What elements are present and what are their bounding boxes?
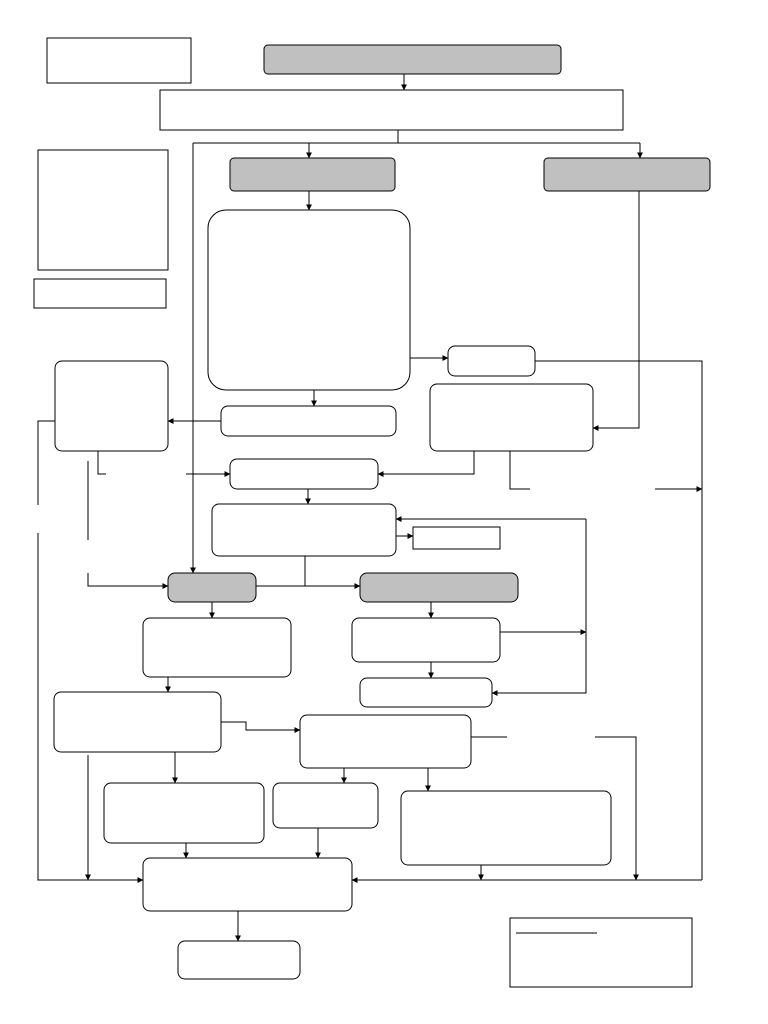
connector-lines [37, 74, 703, 942]
connector-12 [377, 451, 475, 477]
box-n02 [263, 44, 562, 75]
diagram-boxes [33, 37, 711, 988]
box-n14 [211, 503, 397, 557]
box-n21 [53, 691, 222, 753]
box-n20 [359, 677, 493, 708]
box-n11 [429, 383, 594, 452]
box-n23 [103, 782, 265, 844]
box-n16 [167, 572, 257, 603]
box-n17 [359, 572, 519, 603]
box-n06 [229, 157, 396, 192]
box-n28 [509, 917, 693, 988]
connector-11 [592, 191, 640, 431]
box-n09 [447, 345, 536, 377]
box-n13 [229, 458, 379, 490]
box-n10 [54, 360, 169, 452]
box-n22 [299, 714, 472, 769]
box-n05 [33, 278, 167, 309]
box-n24 [272, 782, 379, 829]
connector-20 [509, 451, 530, 490]
box-n27 [177, 940, 301, 980]
connector-24 [87, 573, 169, 589]
box-n04 [37, 149, 169, 271]
connector-25 [491, 519, 587, 696]
box-n18 [142, 617, 292, 678]
box-n03 [159, 89, 624, 131]
connector-34 [595, 736, 639, 881]
box-n01 [46, 37, 192, 84]
box-n07 [543, 157, 711, 192]
connector-22 [97, 451, 106, 475]
connector-8 [535, 360, 703, 880]
box-n08 [207, 209, 411, 391]
connector-32 [221, 721, 301, 733]
connector-36 [37, 533, 144, 883]
connector-35 [37, 420, 55, 505]
box-n26 [142, 857, 353, 912]
box-n25 [400, 790, 612, 866]
box-n19 [351, 617, 501, 663]
box-n15 [412, 526, 501, 550]
box-n12 [220, 405, 397, 437]
